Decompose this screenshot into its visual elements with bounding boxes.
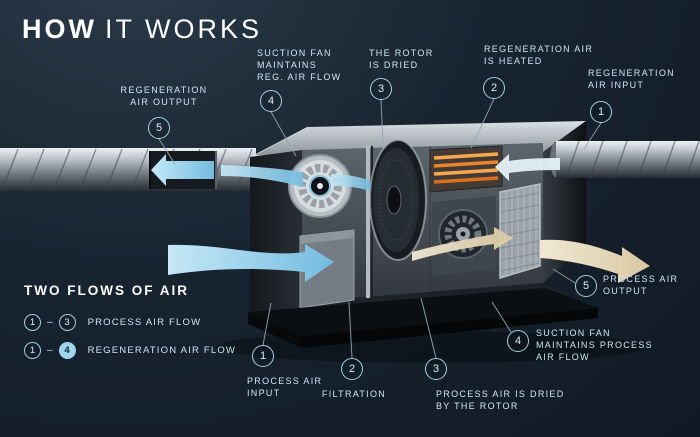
callout-badge-1-bottom: 1 <box>252 345 274 367</box>
callout-connector <box>552 268 576 284</box>
regeneration-to-fan-arrow <box>331 174 370 191</box>
page-title-light: IT WORKS <box>104 14 262 44</box>
fan-to-duct-arrow <box>221 165 303 187</box>
callout-label-line: REGENERATION <box>588 68 675 78</box>
legend-row-process-air-flow: 1 – 3 PROCESS AIR FLOW <box>24 314 201 331</box>
callout-label-line: IS HEATED <box>484 56 543 66</box>
callout-connector <box>470 98 495 149</box>
callout-badge-4-top: 4 <box>260 90 282 112</box>
callout-label-line: IS DRIED <box>369 60 419 70</box>
legend-badge-from: 1 <box>24 342 41 359</box>
legend-label: REGENERATION AIR FLOW <box>87 345 237 356</box>
callout-label-line: AIR INPUT <box>588 80 645 90</box>
callout-label-line: REGENERATION AIR <box>484 44 594 54</box>
callout-label-line: THE ROTOR <box>369 48 434 58</box>
callout-label-line: AIR FLOW <box>536 352 590 362</box>
regeneration-output-arrow <box>151 154 214 186</box>
callout-label-line: REGENERATION <box>120 85 208 95</box>
callout-connector <box>420 297 437 359</box>
callout-connector <box>270 111 297 157</box>
callout-badge-2-bottom: 2 <box>341 358 363 380</box>
callout-badge-3-top: 3 <box>370 78 392 100</box>
right-duct <box>550 140 700 179</box>
callout-badge-3-bottom: 3 <box>425 358 447 380</box>
callout-badge-2-top: 2 <box>483 77 505 99</box>
regeneration-input-arrow <box>495 154 560 181</box>
callout-label-line: PROCESS AIR <box>603 274 679 284</box>
left-duct <box>0 148 256 191</box>
callout-label-line: REG. AIR FLOW <box>257 72 342 82</box>
process-output-arrow <box>540 239 650 283</box>
callout-label-line: SUCTION FAN <box>257 48 332 58</box>
callout-connector <box>158 138 176 165</box>
callout-label-suction-fan-process: SUCTION FAN MAINTAINS PROCESS AIR FLOW <box>536 327 653 363</box>
callout-connectors <box>158 98 602 359</box>
callout-label-line: PROCESS AIR IS DRIED <box>436 389 565 399</box>
callout-label-line: AIR OUTPUT <box>130 97 198 107</box>
airflow-ribbons <box>168 154 650 283</box>
callout-label-line: OUTPUT <box>603 286 648 296</box>
callout-label-rotor-dried: THE ROTOR IS DRIED <box>369 47 434 71</box>
callout-connector <box>583 122 602 150</box>
callout-badge-5-bottom: 5 <box>575 275 597 297</box>
callout-label-process-air-dried: PROCESS AIR IS DRIED BY THE ROTOR <box>436 388 565 412</box>
process-input-arrow <box>168 244 334 282</box>
callout-label-line: SUCTION FAN <box>536 328 611 338</box>
page-title-bold: HOW <box>22 14 97 44</box>
callout-label-regeneration-air-heated: REGENERATION AIR IS HEATED <box>484 43 593 67</box>
filter-grille <box>499 183 541 280</box>
callout-badge-5-top: 5 <box>148 117 170 139</box>
callout-label-line: PROCESS AIR <box>247 376 323 386</box>
callout-label-line: INPUT <box>247 388 281 398</box>
legend-label: PROCESS AIR FLOW <box>87 317 202 328</box>
callout-label-suction-fan-reg: SUCTION FAN MAINTAINS REG. AIR FLOW <box>257 47 341 83</box>
callout-label-filtration: FILTRATION <box>312 388 396 400</box>
base-plinth <box>248 288 598 348</box>
callout-connector <box>262 302 272 346</box>
callout-connector <box>348 301 353 359</box>
callout-connector <box>491 301 512 333</box>
callout-label-regeneration-air-input: REGENERATION AIR INPUT <box>588 67 675 91</box>
callout-label-line: MAINTAINS PROCESS <box>536 340 653 350</box>
dried-air-arrow <box>412 227 513 261</box>
callout-badge-4-bottom: 4 <box>507 330 529 352</box>
callout-label-line: BY THE ROTOR <box>436 401 519 411</box>
callout-connector <box>380 99 384 145</box>
callout-badge-1-top: 1 <box>590 101 612 123</box>
callout-label-process-air-output: PROCESS AIR OUTPUT <box>603 273 678 297</box>
legend-separator: – <box>47 345 53 356</box>
callout-label-line: MAINTAINS <box>257 60 318 70</box>
rotor <box>369 139 427 261</box>
legend-badge-from: 1 <box>24 314 41 331</box>
legend-badge-to: 3 <box>58 314 76 331</box>
heater <box>429 145 503 193</box>
legend-row-regeneration-air-flow: 1 – 4 REGENERATION AIR FLOW <box>24 342 236 359</box>
callout-label-process-air-input: PROCESS AIR INPUT <box>247 375 322 399</box>
legend-separator: – <box>47 317 53 328</box>
legend-badge-to: 4 <box>58 342 76 359</box>
legend-title: TWO FLOWS OF AIR <box>24 283 189 298</box>
callout-label-regeneration-air-output: REGENERATION AIR OUTPUT <box>108 84 220 108</box>
callout-label-line: FILTRATION <box>321 389 387 399</box>
